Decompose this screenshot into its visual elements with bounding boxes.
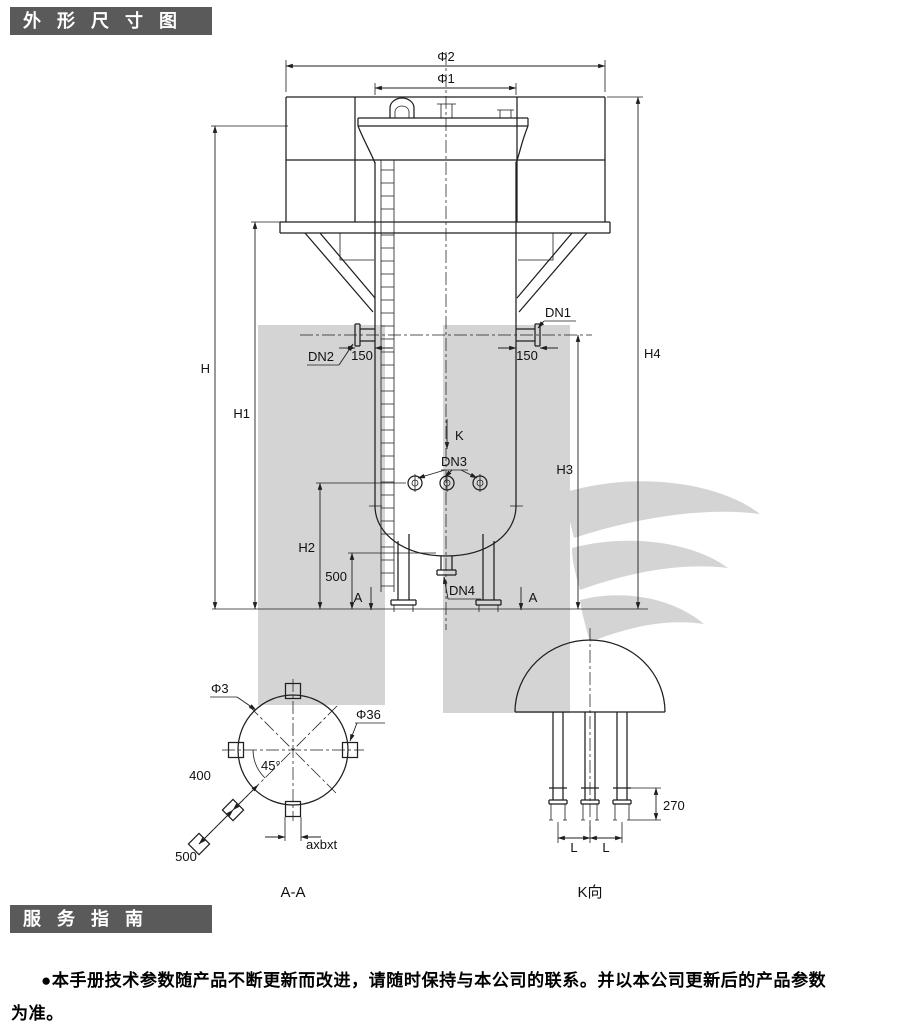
dimension-H: [211, 125, 288, 610]
view-arrow-label-k: K: [455, 428, 464, 443]
k-label-270: 270: [663, 798, 685, 813]
section-mark-a-right: A: [529, 590, 538, 605]
dim-label-150-right: 150: [516, 348, 538, 363]
section-header-dimensions-label: 外形尺寸图: [23, 11, 193, 31]
vessel-shell: [369, 162, 523, 557]
caption-view-k: K向: [577, 884, 602, 901]
k-label-l-left: L: [570, 840, 577, 855]
watermark-logo: [258, 325, 760, 713]
vessel-platform: [279, 96, 611, 234]
watermark-band-right: [443, 325, 570, 713]
vessel-top-head: [357, 97, 529, 164]
watermark-swoosh-top: [566, 481, 760, 538]
dim-label-150-left: 150: [351, 348, 373, 363]
aa-label-phi36: Φ36: [356, 707, 381, 722]
view-k-bottom-head: [514, 628, 666, 843]
section-header-dimensions: 外形尺寸图: [10, 7, 212, 35]
nozzle-dn3-group: [407, 474, 488, 492]
k-label-l-right: L: [602, 840, 609, 855]
section-aa-view: [187, 679, 385, 856]
caption-section-aa: A-A: [280, 884, 305, 901]
dim-label-h: H: [201, 361, 210, 376]
dim-label-h3: H3: [556, 462, 573, 477]
dim-label-500: 500: [325, 569, 347, 584]
nozzle-dn2: [354, 323, 375, 347]
watermark-swoosh-middle: [572, 540, 728, 590]
dimension-500: [348, 552, 436, 610]
nozzle-label-dn4: DN4: [449, 583, 475, 598]
dimension-H1: [251, 221, 280, 610]
aa-label-500: 500: [175, 849, 197, 864]
dim-label-phi2: Φ2: [437, 49, 455, 64]
centerlines: [300, 52, 592, 630]
vessel-legs: [212, 534, 648, 612]
nozzle-label-dn2: DN2: [308, 349, 334, 364]
aa-label-phi3: Φ3: [211, 681, 229, 696]
dim-label-h4: H4: [644, 346, 661, 361]
section-mark-a-left: A: [354, 590, 363, 605]
leader-lines: [307, 320, 576, 611]
dim-label-h2: H2: [298, 540, 315, 555]
section-header-service-label: 服务指南: [23, 909, 159, 929]
watermark-band-left: [258, 325, 385, 705]
dimension-phi2: [285, 60, 606, 92]
nozzle-dn4: [436, 556, 457, 576]
dim-label-h1: H1: [233, 406, 250, 421]
vessel-support-skirt: [304, 232, 588, 313]
dimension-phi1: [374, 83, 517, 95]
watermark-swoosh-bottom: [580, 595, 704, 642]
aa-label-400: 400: [189, 768, 211, 783]
section-header-service: 服务指南: [10, 905, 212, 933]
dimension-H4: [607, 96, 643, 610]
vessel-ladder: [380, 160, 395, 592]
aa-label-axbxt: axbxt: [306, 837, 337, 852]
nozzle-label-dn1: DN1: [545, 305, 571, 320]
dim-label-phi1: Φ1: [437, 71, 455, 86]
drawing-labels: Φ2 Φ1 H H1 H2 500 H3 H4 DN1 DN2 150 150 …: [175, 49, 685, 901]
nozzle-label-dn3: DN3: [441, 454, 467, 469]
service-note: ●本手册技术参数随产品不断更新而改进，请随时保持与本公司的联系。并以本公司更新后…: [11, 971, 827, 1023]
nozzle-dn1: [516, 323, 541, 347]
dimension-H2: [316, 482, 406, 610]
aa-label-45deg: 45°: [261, 758, 281, 773]
